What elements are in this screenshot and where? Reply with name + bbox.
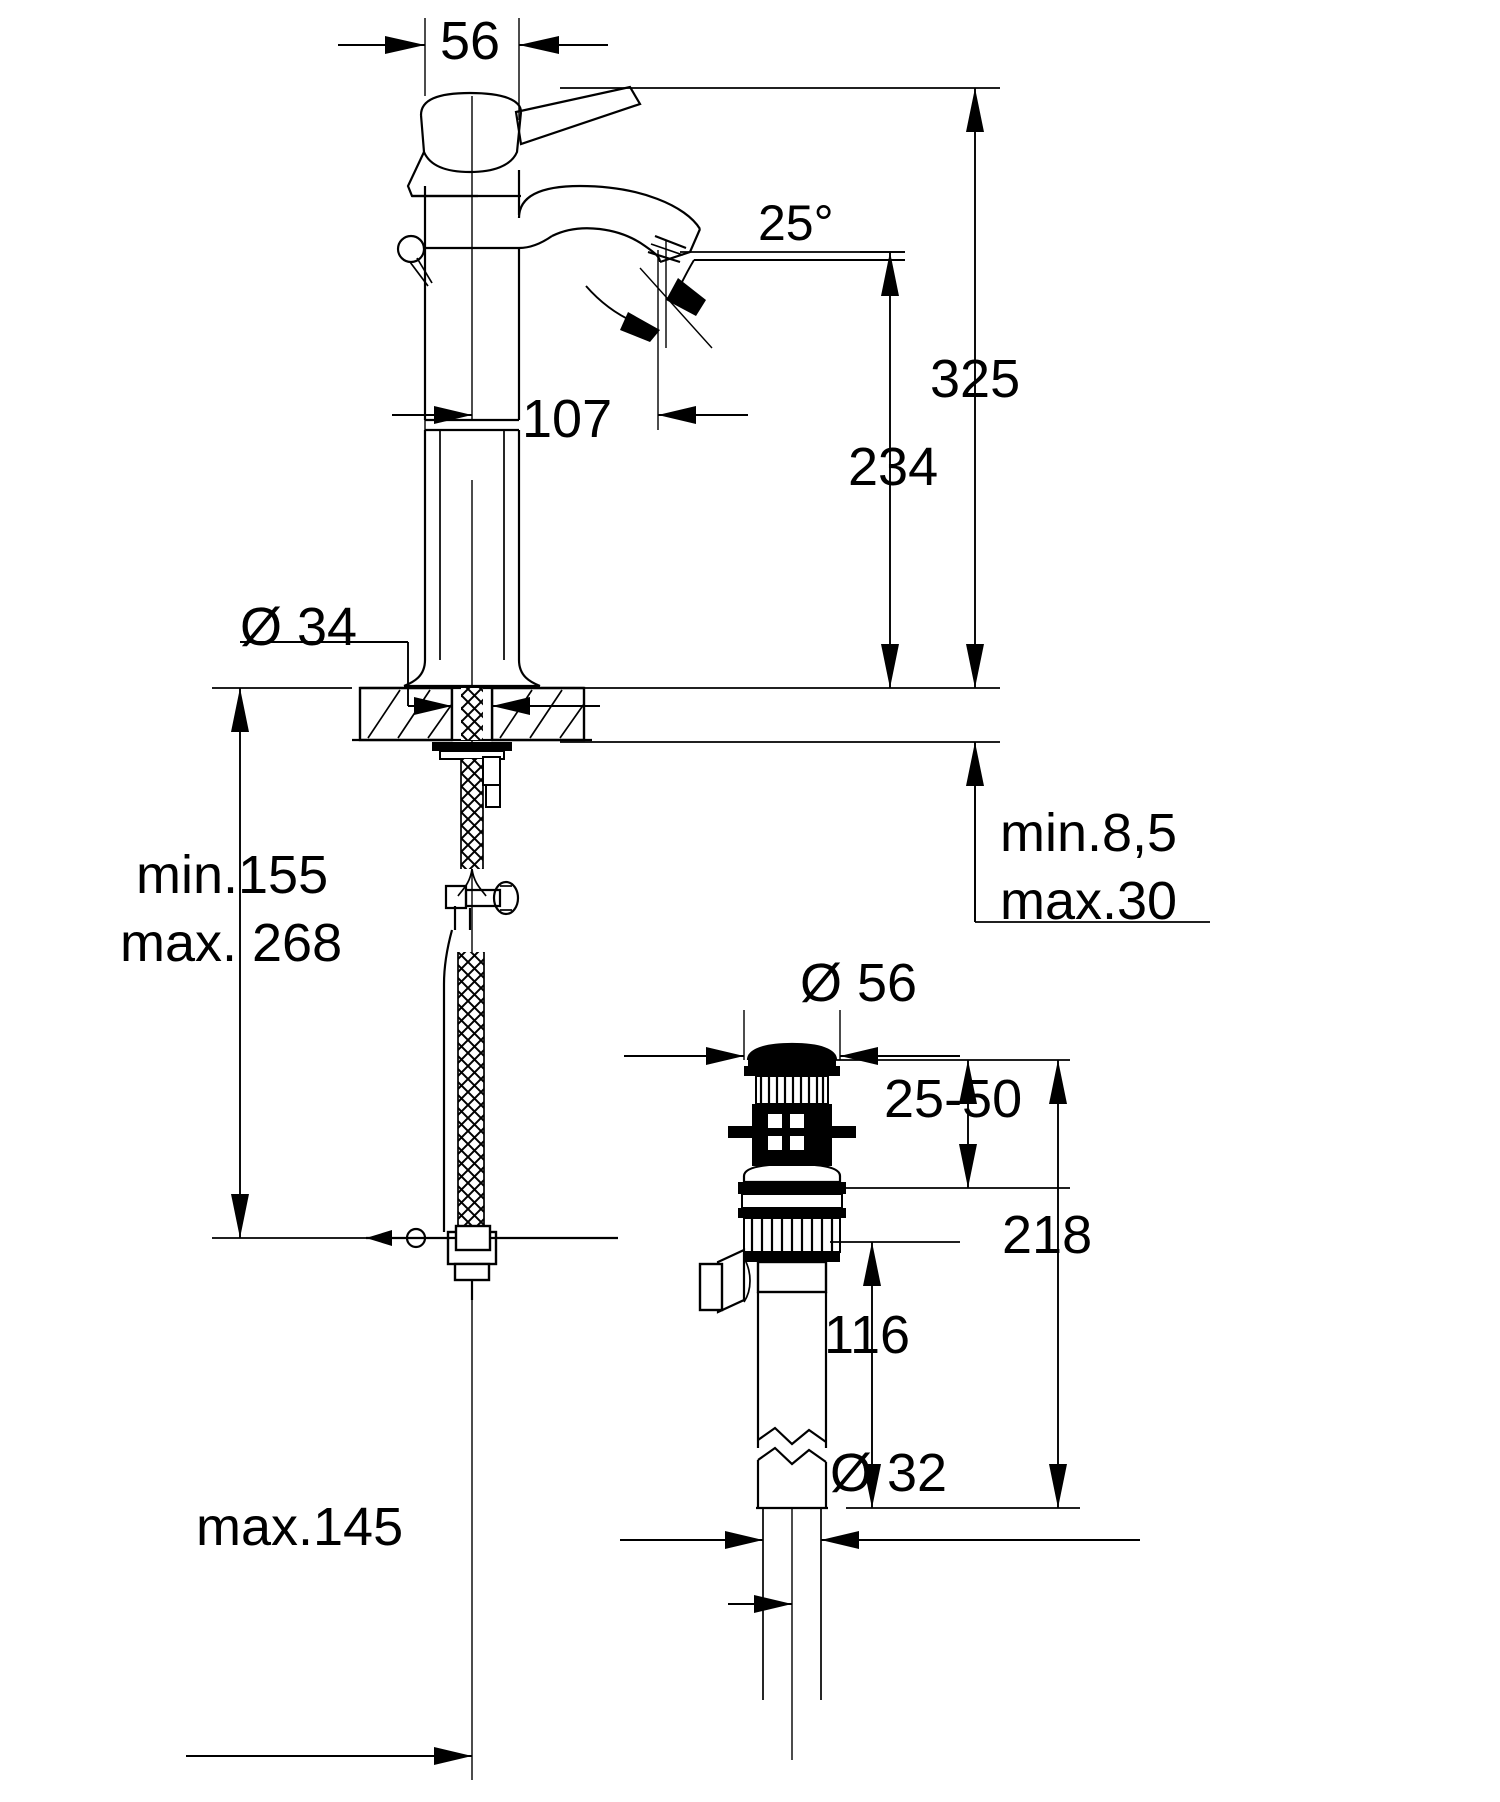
- dim-116: [830, 1241, 960, 1508]
- dim-label-107: 107: [522, 389, 613, 449]
- dim-label-min155: min.155: [136, 845, 329, 905]
- dim-25deg: [585, 240, 905, 349]
- dim-56: [338, 36, 608, 54]
- dim-label-325: 325: [930, 349, 1021, 409]
- dim-label-max30: max.30: [1000, 871, 1178, 931]
- countertop-section: [352, 686, 592, 742]
- dim-label-max145: max.145: [196, 1497, 404, 1557]
- faucet-body-outline: [396, 85, 702, 422]
- dim-label-2550: 25-50: [884, 1069, 1023, 1129]
- dim-107: [392, 406, 748, 424]
- dim-label-25deg: 25°: [758, 195, 834, 251]
- dim-label-dia34: Ø 34: [240, 597, 358, 657]
- dim-label-dia56: Ø 56: [800, 953, 918, 1013]
- dim-min155-max268: [212, 687, 366, 1239]
- riser-column: [403, 428, 541, 688]
- dim-dia32: [620, 1531, 1140, 1613]
- dim-234: [881, 252, 899, 688]
- dim-max145: [186, 1300, 473, 1780]
- dim-label-max268: max. 268: [120, 913, 343, 973]
- pop-up-waste-assembly: [698, 1042, 856, 1760]
- dim-label-218: 218: [1002, 1205, 1093, 1265]
- dim-deck-thickness: [966, 742, 984, 922]
- dim-218: [846, 1060, 1080, 1509]
- threaded-stud: [432, 686, 512, 869]
- dim-label-min85: min.8,5: [1000, 803, 1178, 863]
- dim-label-56: 56: [440, 11, 501, 71]
- dim-dia34: [240, 641, 600, 715]
- dim-325: [966, 88, 984, 688]
- dim-25-50: [846, 1060, 1070, 1189]
- dim-dia56: [624, 1010, 1070, 1065]
- dim-label-dia32: Ø 32: [830, 1443, 948, 1503]
- lift-rod-linkage: [366, 1224, 618, 1252]
- dim-label-234: 234: [848, 437, 939, 497]
- dim-label-116: 116: [824, 1305, 911, 1365]
